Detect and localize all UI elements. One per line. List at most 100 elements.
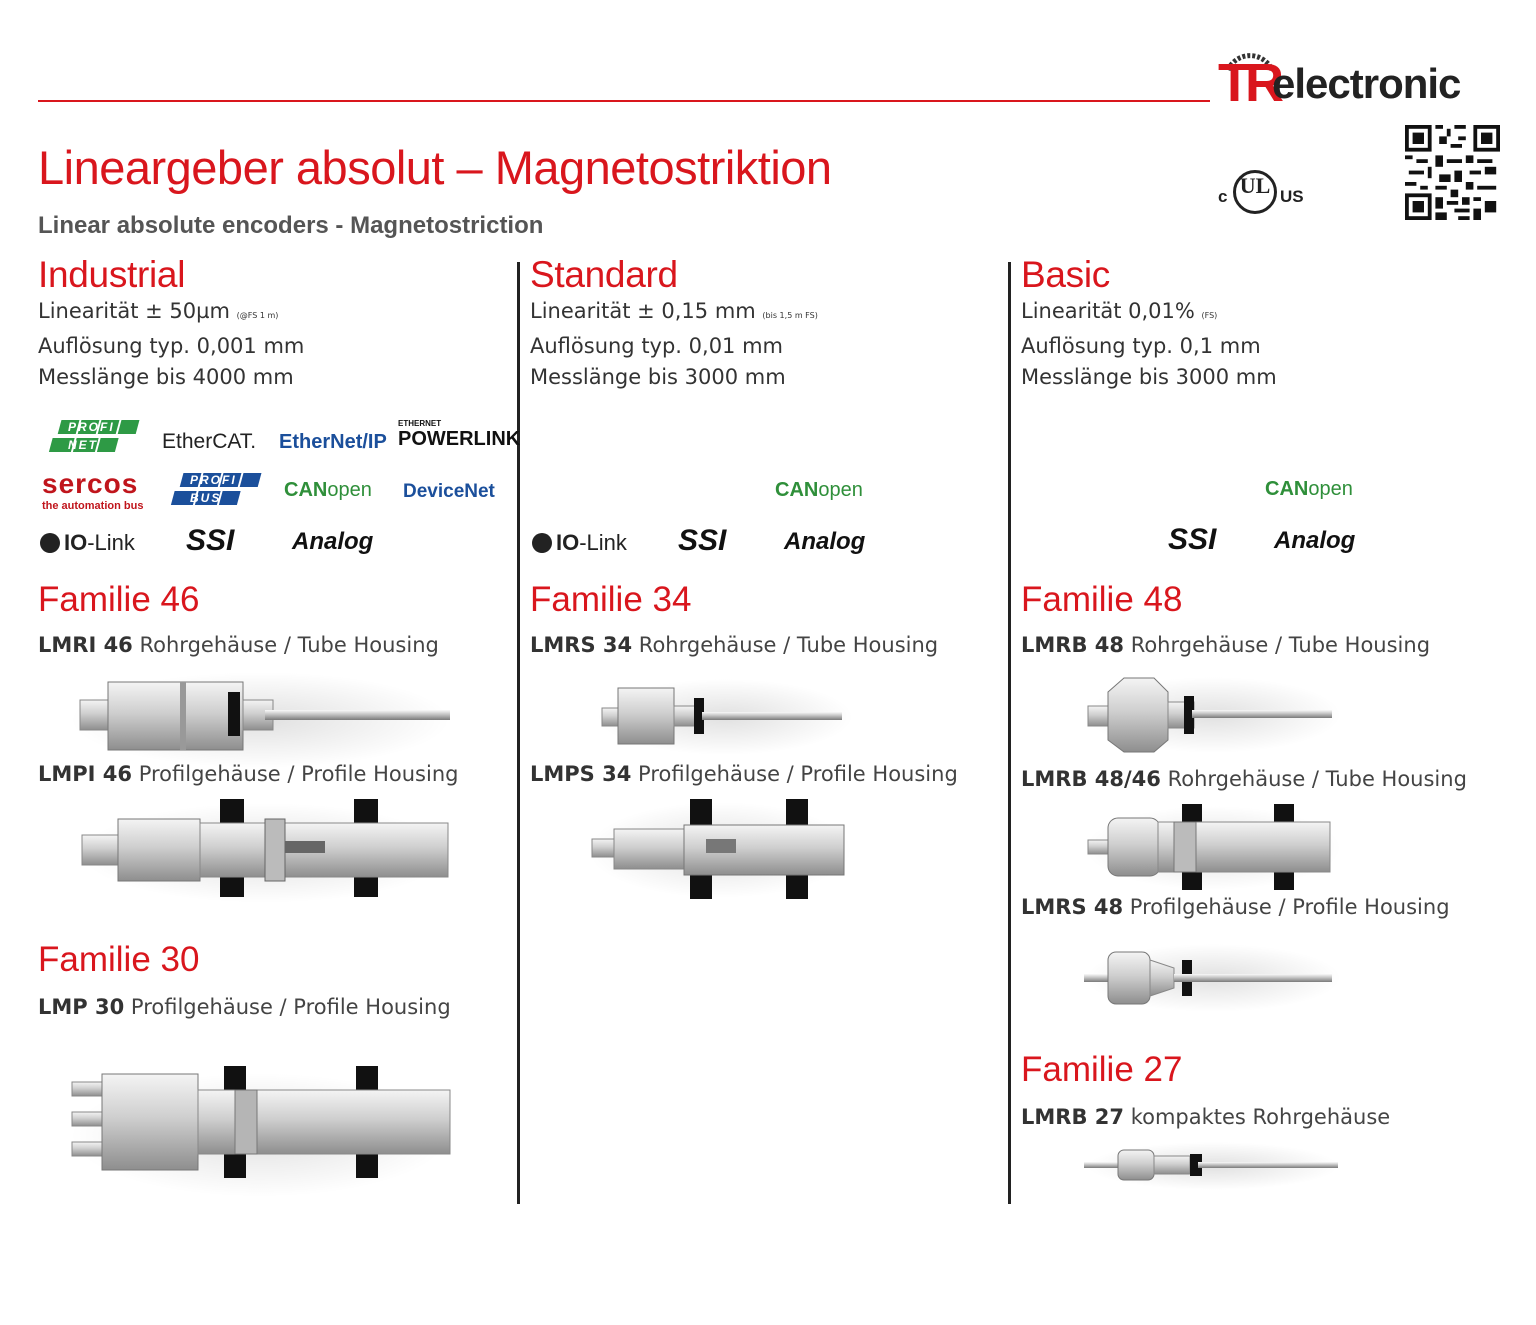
analog-logo: Analog: [292, 528, 374, 555]
profinet-bottom: NET: [68, 438, 98, 452]
product-code: LMRI 46: [38, 633, 133, 657]
iolink-io: IO: [556, 530, 580, 555]
ul-icon: UL: [1233, 170, 1277, 214]
lmrb48-image: [1085, 677, 1341, 753]
product-label: LMRB 48/46 Rohrgehäuse / Tube Housing: [1021, 767, 1467, 791]
product-desc: Rohrgehäuse / Tube Housing: [638, 633, 939, 657]
iolink-io: IO: [64, 530, 88, 555]
cert-us: US: [1280, 187, 1304, 206]
column-industrial: Industrial Linearität ± 50µm (@FS 1 m) A…: [38, 254, 304, 393]
product-desc: Profilgehäuse / Profile Housing: [638, 762, 958, 786]
spec-linearity: Linearität ± 0,15 mm (bis 1,5 m FS): [530, 296, 818, 331]
product-label: LMRB 48 Rohrgehäuse / Tube Housing: [1021, 633, 1430, 657]
canopen-logo: CANopen: [284, 479, 372, 502]
profibus-top: PROFI: [190, 473, 237, 487]
lmri46-image: [70, 672, 450, 768]
lmps34-image: [588, 799, 852, 899]
spec-linearity-value: Linearität ± 50µm: [38, 299, 230, 323]
canopen-can: CAN: [284, 479, 328, 501]
product-label: LMRS 48 Profilgehäuse / Profile Housing: [1021, 895, 1450, 919]
canopen-open: open: [1308, 478, 1353, 500]
product-code: LMRS 48: [1021, 895, 1124, 919]
analog-logo: Analog: [1274, 527, 1356, 554]
product-label: LMPI 46 Profilgehäuse / Profile Housing: [38, 762, 458, 786]
product-label: LMPS 34 Profilgehäuse / Profile Housing: [530, 762, 958, 786]
iolink-icon: [532, 533, 552, 553]
canopen-can: CAN: [1265, 478, 1309, 500]
column-basic: Basic Linearität 0,01% (FS) Auflösung ty…: [1021, 254, 1277, 393]
iolink-icon: [40, 533, 60, 553]
page-title: Lineargeber absolut – Magnetostriktion: [38, 141, 832, 194]
sercos-sub: the automation bus: [42, 500, 144, 512]
spec-resolution: Auflösung typ. 0,001 mm: [38, 334, 305, 358]
product-code: LMPS 34: [530, 762, 632, 786]
spec-length: Messlänge bis 4000 mm: [38, 365, 294, 389]
logo-gear-icon: [1225, 53, 1275, 72]
spec-linearity: Linearität 0,01% (FS): [1021, 296, 1277, 331]
sercos-label: sercos: [42, 468, 139, 499]
product-desc: Profilgehäuse / Profile Housing: [138, 762, 459, 786]
page-subtitle: Linear absolute encoders - Magnetostrict…: [38, 212, 544, 239]
lmrb48-46-image: [1085, 804, 1341, 890]
spec-linearity-note: (FS): [1201, 311, 1218, 320]
logo-mark: TR: [1218, 53, 1284, 113]
family-heading: Familie 46: [38, 580, 200, 619]
product-code: LMP 30: [38, 995, 125, 1019]
canopen-open: open: [818, 479, 863, 501]
column-divider: [1008, 262, 1011, 1204]
sercos-logo: sercos the automation bus: [42, 468, 143, 512]
spec-length: Messlänge bis 3000 mm: [530, 365, 786, 389]
spec-length: Messlänge bis 3000 mm: [1021, 365, 1277, 389]
family-heading: Familie 34: [530, 580, 692, 619]
powerlink-small: ETHERNET: [398, 419, 442, 428]
canopen-open: open: [327, 479, 372, 501]
ssi-logo: SSI: [186, 524, 235, 557]
devicenet-logo: DeviceNet: [403, 481, 495, 502]
cert-c: c: [1218, 187, 1228, 206]
product-desc: kompaktes Rohrgehäuse: [1130, 1105, 1391, 1129]
cert-ul: UL: [1239, 173, 1271, 198]
lmrs34-image: [597, 679, 853, 755]
spec-linearity-value: Linearität ± 0,15 mm: [530, 299, 756, 323]
spec-linearity-note: (bis 1,5 m FS): [762, 311, 818, 320]
header-rule: [38, 100, 1210, 102]
iolink-link: -Link: [579, 530, 627, 555]
lmp30-image: [70, 1066, 451, 1197]
ethernetip-logo: EtherNet/IP: [279, 431, 387, 453]
column-heading: Basic: [1021, 254, 1110, 295]
family-heading: Familie 30: [38, 940, 200, 979]
spec-resolution: Auflösung typ. 0,1 mm: [1021, 334, 1261, 358]
qr-code-icon[interactable]: [1405, 125, 1500, 220]
analog-logo: Analog: [784, 528, 866, 555]
iolink-link: -Link: [87, 530, 135, 555]
logo-wordmark: electronic: [1272, 60, 1461, 107]
product-label: LMRS 34 Rohrgehäuse / Tube Housing: [530, 633, 938, 657]
product-desc: Profilgehäuse / Profile Housing: [130, 995, 451, 1019]
product-desc: Profilgehäuse / Profile Housing: [1129, 895, 1450, 919]
canopen-logo: CANopen: [1265, 478, 1353, 501]
product-code: LMRB 48: [1021, 633, 1124, 657]
profinet-logo: PROFI NET: [46, 418, 150, 456]
family-heading: Familie 27: [1021, 1050, 1183, 1089]
product-label: LMP 30 Profilgehäuse / Profile Housing: [38, 995, 451, 1019]
column-standard: Standard Linearität ± 0,15 mm (bis 1,5 m…: [530, 254, 818, 393]
column-divider: [517, 262, 520, 1204]
profibus-logo: PROFI BUS: [168, 471, 272, 509]
lmrb27-image: [1084, 1142, 1339, 1190]
lmrs48-image: [1084, 944, 1341, 1012]
product-desc: Rohrgehäuse / Tube Housing: [1167, 767, 1467, 791]
product-code: LMPI 46: [38, 762, 133, 786]
ssi-logo: SSI: [678, 524, 727, 557]
spec-linearity-value: Linearität 0,01%: [1021, 299, 1195, 323]
product-label: LMRI 46 Rohrgehäuse / Tube Housing: [38, 633, 439, 657]
product-desc: Rohrgehäuse / Tube Housing: [1130, 633, 1431, 657]
product-desc: Rohrgehäuse / Tube Housing: [139, 633, 439, 657]
profibus-bottom: BUS: [190, 491, 222, 505]
product-label: LMRB 27 kompaktes Rohrgehäuse: [1021, 1105, 1390, 1129]
canopen-logo: CANopen: [775, 479, 863, 502]
cul-us-mark: c UL US: [1218, 170, 1318, 220]
spec-resolution: Auflösung typ. 0,01 mm: [530, 334, 784, 358]
family-heading: Familie 48: [1021, 580, 1183, 619]
spec-linearity: Linearität ± 50µm (@FS 1 m): [38, 296, 304, 331]
spec-linearity-note: (@FS 1 m): [236, 311, 279, 320]
